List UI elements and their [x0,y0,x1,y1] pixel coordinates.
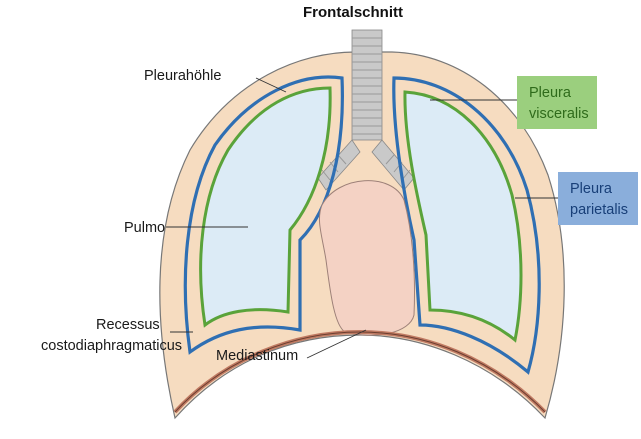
pleura-parietalis-right [392,76,541,375]
mediastinum-shape [319,180,416,336]
label-pleurahoehle: Pleurahöhle [144,68,221,84]
label-pulmo: Pulmo [124,220,165,236]
legend-parietalis-line1: Pleura [570,181,613,197]
leader-lines [166,77,558,359]
legend-parietalis-line2: parietalis [570,202,628,218]
legend-pleura-visceralis: Pleura visceralis [517,76,597,129]
lung-left [199,86,332,328]
label-recessus-line2: costodiaphragmaticus [41,338,182,354]
diagram-title: Frontalschnitt [303,4,403,21]
lung-right [403,90,523,343]
label-recessus-line1: Recessus [96,317,160,333]
legend-pleura-parietalis: Pleura parietalis [558,172,638,225]
legend-visceralis-line2: visceralis [529,106,589,122]
legend-visceralis-line1: Pleura [529,85,572,101]
label-mediastinum: Mediastinum [216,348,298,364]
